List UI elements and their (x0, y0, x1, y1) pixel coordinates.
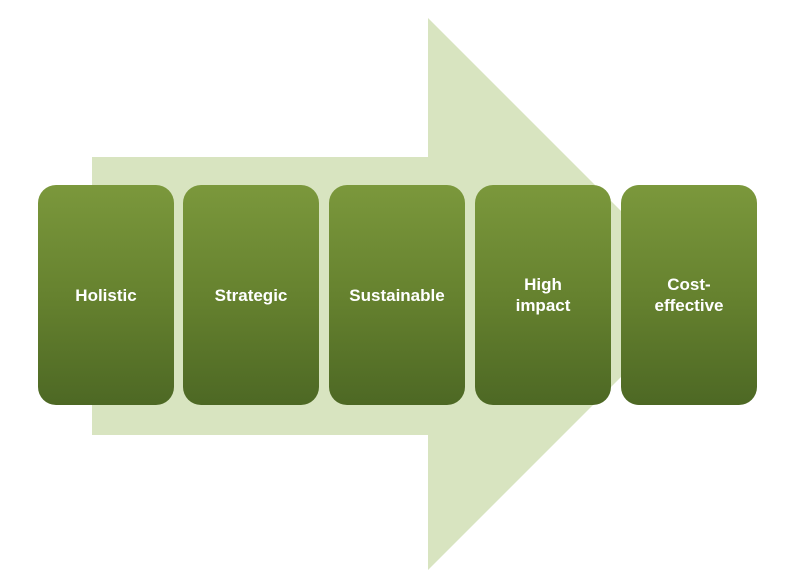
step-cost-effective: Cost-effective (621, 185, 757, 405)
step-label: Cost-effective (654, 275, 724, 315)
step-label: Sustainable (349, 285, 445, 305)
step-label: Holistic (75, 285, 137, 305)
step-label: High impact (515, 275, 571, 315)
step-high-impact: High impact (475, 185, 611, 405)
step-sustainable: Sustainable (329, 185, 465, 405)
step-label: Strategic (214, 285, 288, 305)
step-holistic: Holistic (38, 185, 174, 405)
step-strategic: Strategic (183, 185, 319, 405)
